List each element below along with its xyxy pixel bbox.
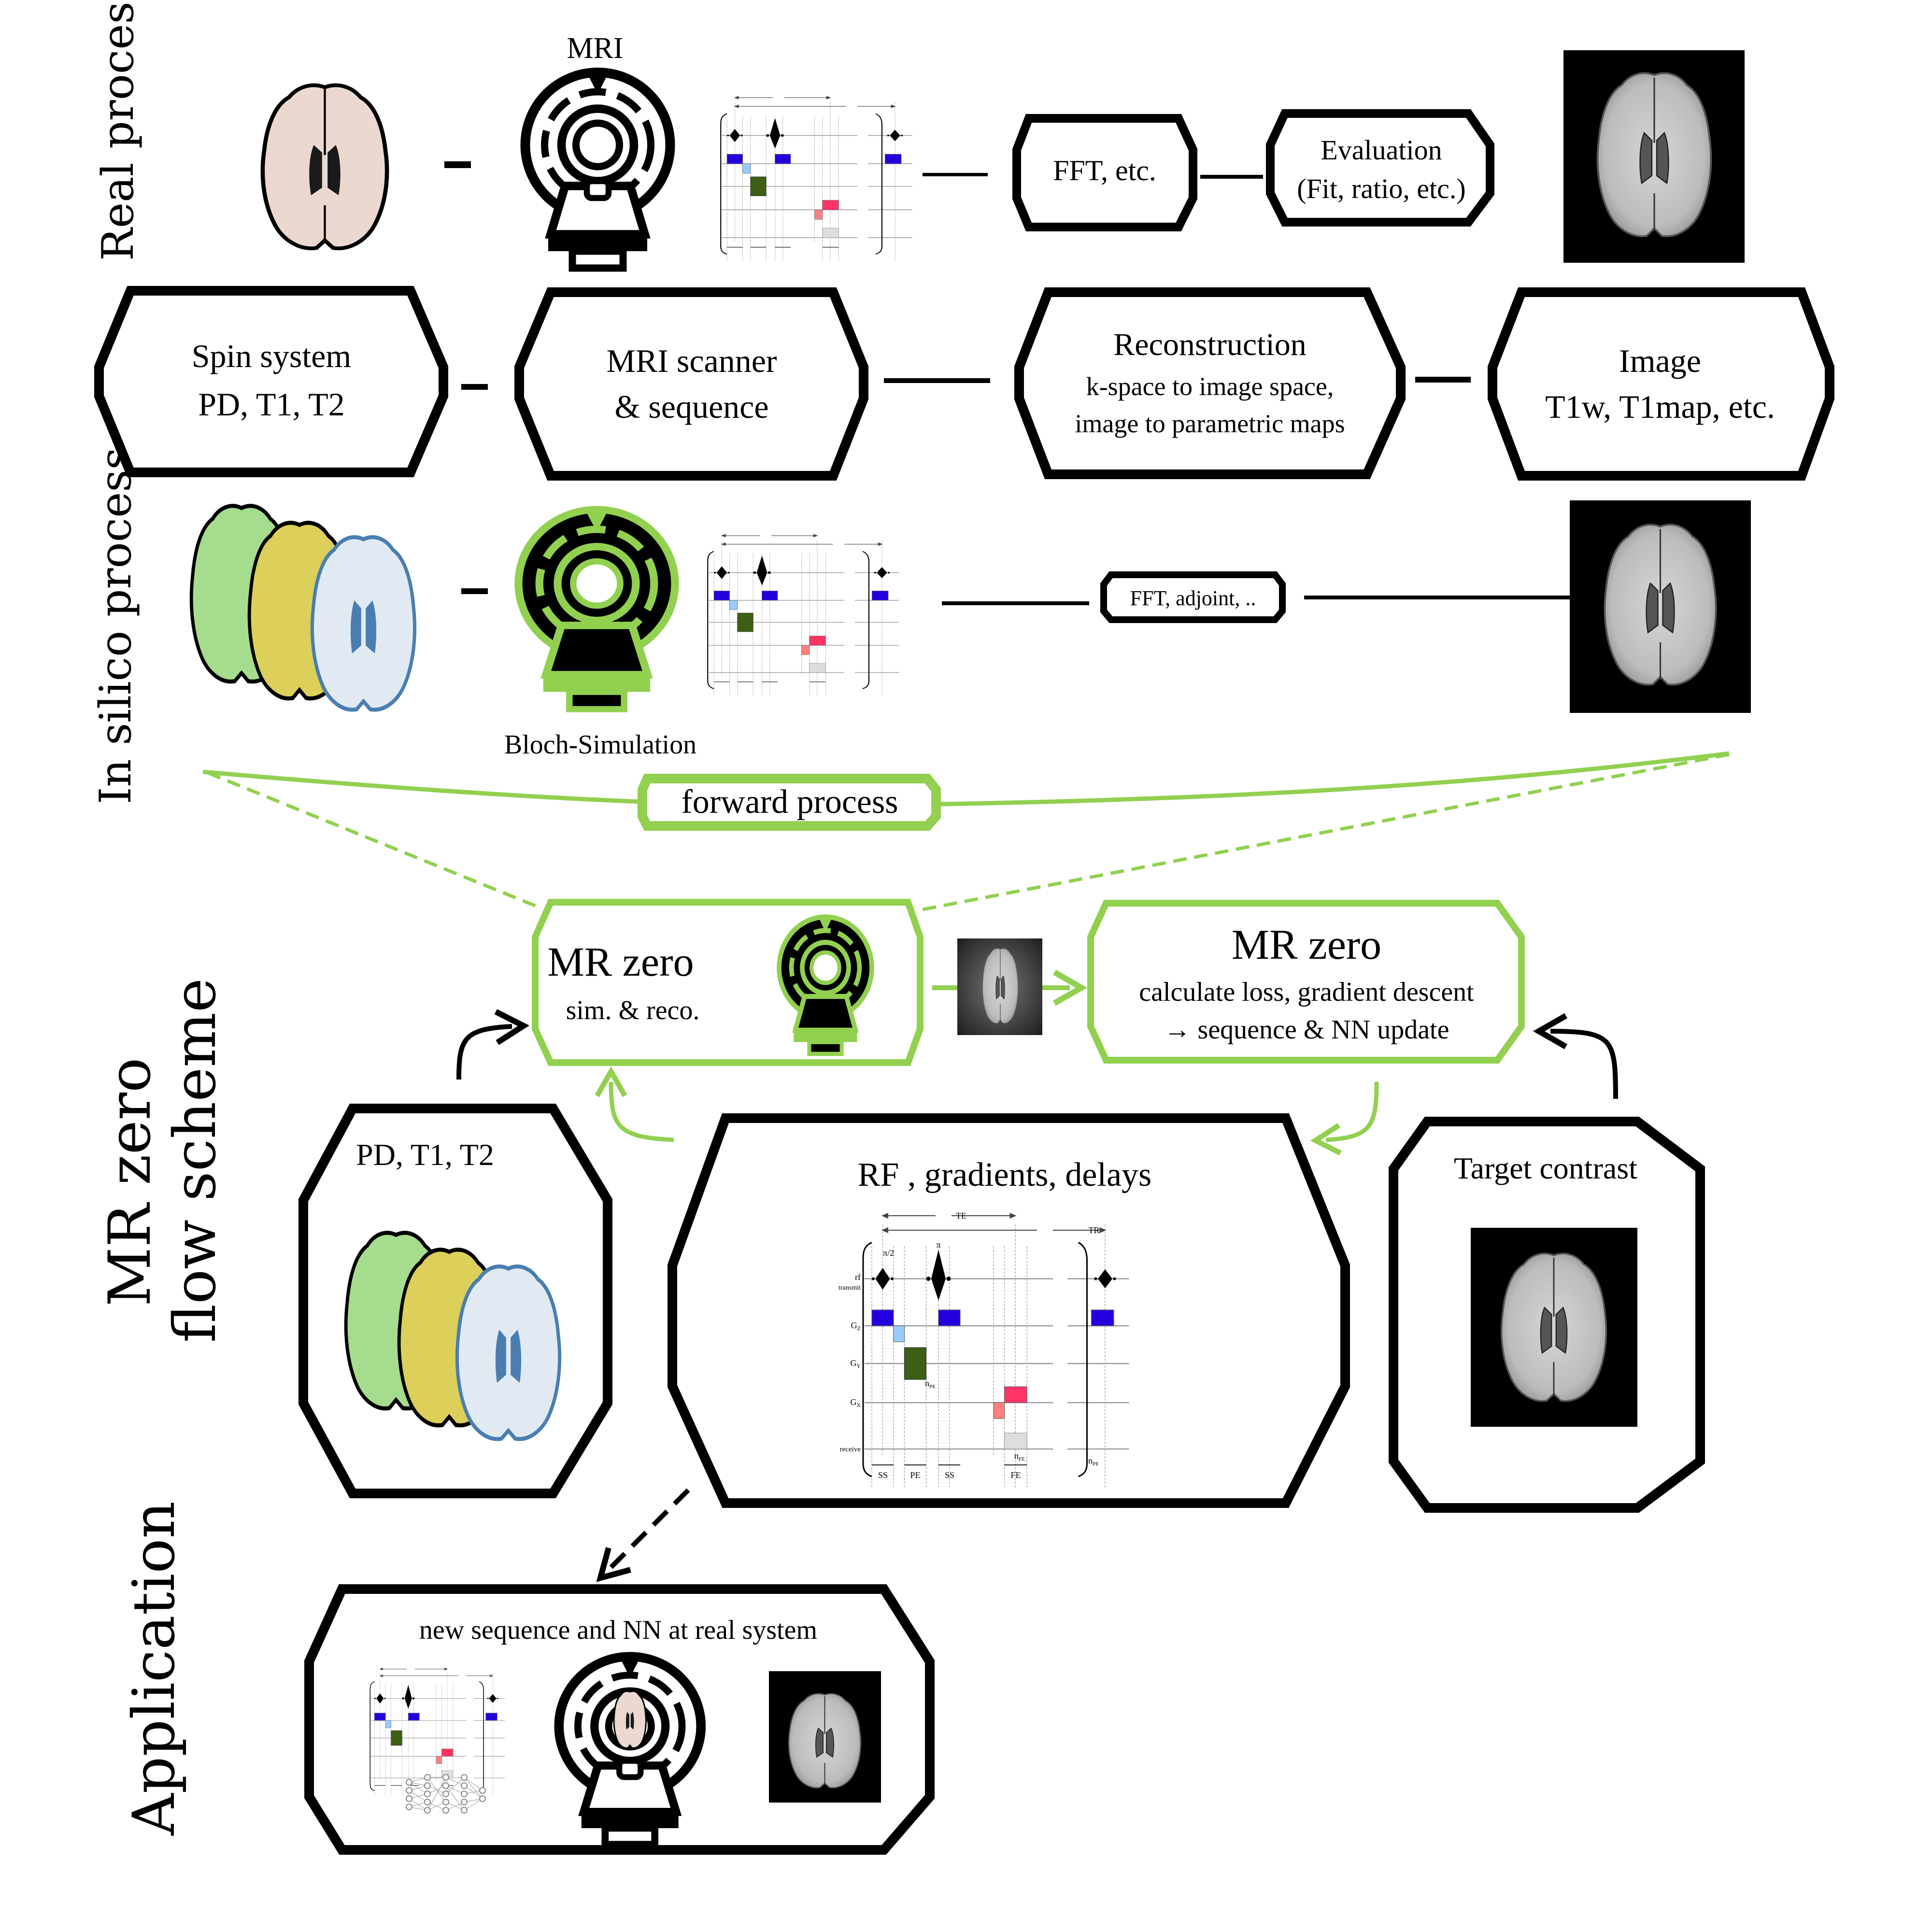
connector-dash [461, 588, 488, 594]
spin-system-box: Spin system PD, T1, T2 [94, 286, 448, 477]
segment-ss-1: SS [878, 1470, 888, 1480]
svg-text:forward process: forward process [682, 783, 898, 821]
mrzero-loss-box: MR zero calculate loss, gradient descent… [1087, 900, 1525, 1064]
image-box: Image T1w, T1map, etc. [1488, 287, 1834, 481]
brain-stack-icon [191, 506, 414, 710]
svg-text:T1w, T1map, etc.: T1w, T1map, etc. [1545, 388, 1775, 425]
connector-line [884, 378, 990, 383]
mri-label: MRI [567, 32, 623, 65]
segment-pe: PE [910, 1470, 920, 1480]
n-pe-bracket-label: nPE [1088, 1456, 1099, 1467]
n-pe-label: nPE [925, 1378, 936, 1390]
forward-process-brace [202, 751, 1730, 912]
svg-text:FFT, adjoint, ..: FFT, adjoint, .. [1130, 586, 1256, 610]
svg-text:& sequence: & sequence [614, 388, 768, 425]
svg-text:new sequence and NN at real sy: new sequence and NN at real system [419, 1615, 817, 1645]
mri-image-silico [1570, 500, 1751, 713]
svg-text:image to parametric maps: image to parametric maps [1075, 409, 1345, 438]
svg-text:k-space to image space,: k-space to image space, [1086, 372, 1334, 401]
green-scanner-icon [519, 507, 675, 709]
mri-scanner-sequence-box: MRI scanner & sequence [514, 287, 868, 481]
row-label-in-silico-process: In silico process [90, 447, 141, 804]
svg-text:Spin system: Spin system [192, 338, 352, 374]
mri-scanner-icon [526, 70, 670, 268]
svg-text:FFT, etc.: FFT, etc. [1053, 155, 1156, 186]
row-label-flow-scheme: flow scheme [162, 978, 229, 1343]
row-label-mr-zero: MR zero [97, 1058, 164, 1307]
target-contrast-box: Target contrast [1389, 1117, 1705, 1513]
neural-network-icon [406, 1774, 486, 1814]
pi-half-label: π/2 [883, 1248, 894, 1258]
svg-text:(Fit, ratio, etc.): (Fit, ratio, etc.) [1297, 173, 1466, 204]
application-box: new sequence and NN at real system [304, 1584, 935, 1855]
connector-dash [444, 161, 471, 168]
fft-adjoint-box: FFT, adjoint, .. [1100, 571, 1286, 623]
svg-text:Target contrast: Target contrast [1454, 1151, 1637, 1185]
svg-text:MR zero: MR zero [547, 938, 694, 985]
n-fe-label: nFE [1014, 1451, 1025, 1462]
svg-text:Image: Image [1619, 342, 1701, 379]
tr-label: TR [1088, 1225, 1099, 1235]
black-arrow-pd-to-sim [456, 1009, 530, 1080]
reconstructed-image-thumb [957, 938, 1042, 1035]
connector-line [923, 173, 988, 176]
svg-text:calculate loss, gradient desce: calculate loss, gradient descent [1139, 977, 1474, 1007]
svg-text:sim. & reco.: sim. & reco. [566, 995, 700, 1025]
svg-text:PD, T1, T2: PD, T1, T2 [198, 386, 345, 423]
sequence-diagram-silico [707, 534, 900, 696]
green-arrow-loss-to-rf [1310, 1081, 1379, 1156]
dashed-arrow-to-application [596, 1488, 690, 1582]
transmit-row-label: transmit [838, 1284, 861, 1292]
reconstruction-box: Reconstruction k-space to image space, i… [1014, 287, 1406, 479]
pd-t1-t2-box: PD, T1, T2 [298, 1104, 612, 1498]
real-brain-icon [263, 85, 387, 249]
bloch-simulation-label: Bloch-Simulation [504, 730, 696, 760]
mri-scanner-with-brain-icon [559, 1654, 701, 1845]
fft-box: FFT, etc. [1012, 114, 1197, 231]
svg-text:MRI scanner: MRI scanner [606, 342, 777, 379]
black-arrow-target-to-loss [1533, 1013, 1618, 1099]
sequence-diagram-real [720, 96, 913, 262]
svg-text:MR zero: MR zero [1232, 922, 1381, 968]
target-mri-image [1471, 1228, 1637, 1427]
green-arrow-rf-to-sim [595, 1066, 674, 1142]
svg-text:→ sequence & NN update: → sequence & NN update [1164, 1015, 1449, 1045]
connector-line [1200, 175, 1263, 179]
connector-line [1304, 596, 1572, 599]
svg-text:PD, T1, T2: PD, T1, T2 [356, 1137, 494, 1172]
evaluation-box: Evaluation (Fit, ratio, etc.) [1266, 109, 1494, 227]
brain-stack-icon [346, 1233, 559, 1439]
gz-row-label: GZ [851, 1321, 861, 1332]
mri-image-real [1563, 50, 1745, 263]
gx-row-label: GX [850, 1397, 861, 1408]
pi-label: π [936, 1240, 940, 1250]
svg-text:Evaluation: Evaluation [1321, 134, 1442, 166]
forward-process-box: forward process [638, 774, 941, 831]
segment-ss-2: SS [945, 1470, 954, 1480]
sequence-diagram-labels: TE TR π/2 π rf transmit GZ GY GX receive… [838, 1211, 1099, 1480]
mrzero-sim-reco-box: MR zero sim. & reco. [532, 899, 923, 1066]
segment-fe: FE [1010, 1470, 1021, 1480]
connector-dash [461, 384, 488, 390]
rf-row-label: rf [855, 1272, 861, 1282]
application-mri-image [769, 1671, 881, 1803]
te-label: TE [956, 1211, 966, 1221]
connector-line [942, 601, 1089, 605]
gy-row-label: GY [850, 1358, 861, 1369]
connector-dash [1415, 377, 1471, 383]
row-label-real-process: Real process [93, 0, 143, 261]
row-label-application: Application [121, 1501, 188, 1836]
svg-text:RF , gradients, delays: RF , gradients, delays [858, 1156, 1152, 1193]
receive-row-label: receive [840, 1446, 861, 1453]
rf-gradients-delays-box: RF , gradients, delays [668, 1113, 1350, 1508]
svg-text:Reconstruction: Reconstruction [1113, 327, 1307, 362]
